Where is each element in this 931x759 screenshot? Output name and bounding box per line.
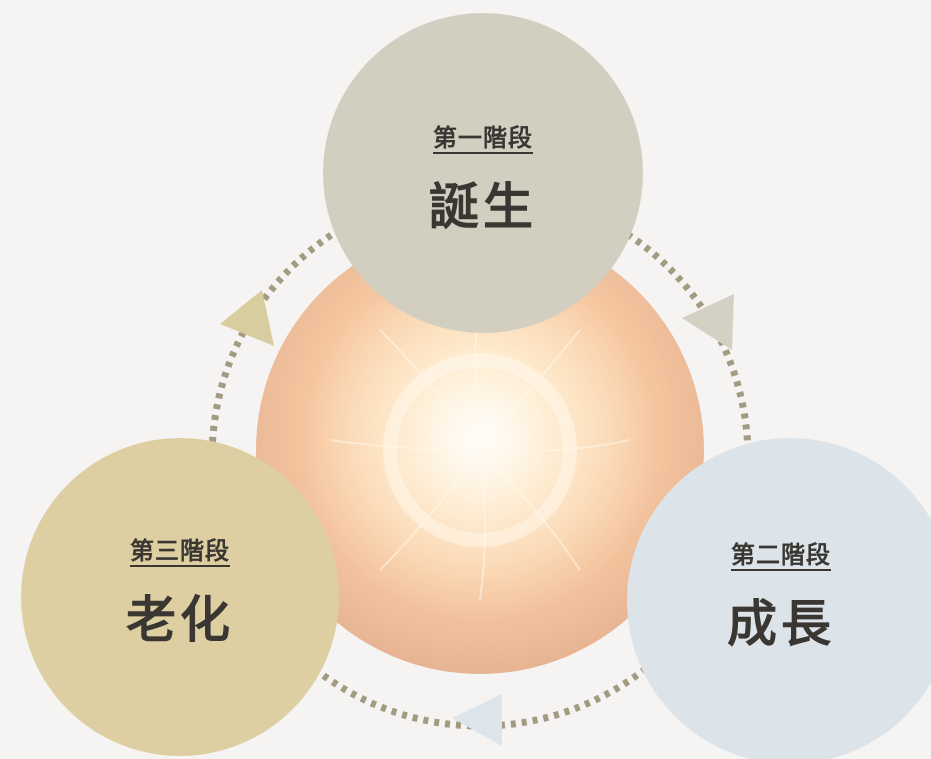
stage-label: 第二階段 bbox=[731, 540, 831, 569]
glowing-orb-icon bbox=[256, 226, 704, 674]
stage-label: 第三階段 bbox=[130, 536, 230, 565]
stage-name: 成長 bbox=[727, 594, 835, 653]
arrow-aging-to-birth-icon bbox=[220, 290, 274, 346]
arrow-growth-to-aging-icon bbox=[452, 694, 502, 746]
stage-label: 第一階段 bbox=[433, 123, 533, 152]
arrow-birth-to-growth-icon bbox=[682, 294, 734, 350]
stage-name: 誕生 bbox=[429, 177, 537, 236]
stage-circle-birth: 第一階段 誕生 bbox=[323, 13, 643, 333]
stage-name: 老化 bbox=[126, 590, 234, 649]
stage-circle-growth: 第二階段 成長 bbox=[627, 438, 931, 759]
stage-circle-aging: 第三階段 老化 bbox=[21, 438, 339, 756]
